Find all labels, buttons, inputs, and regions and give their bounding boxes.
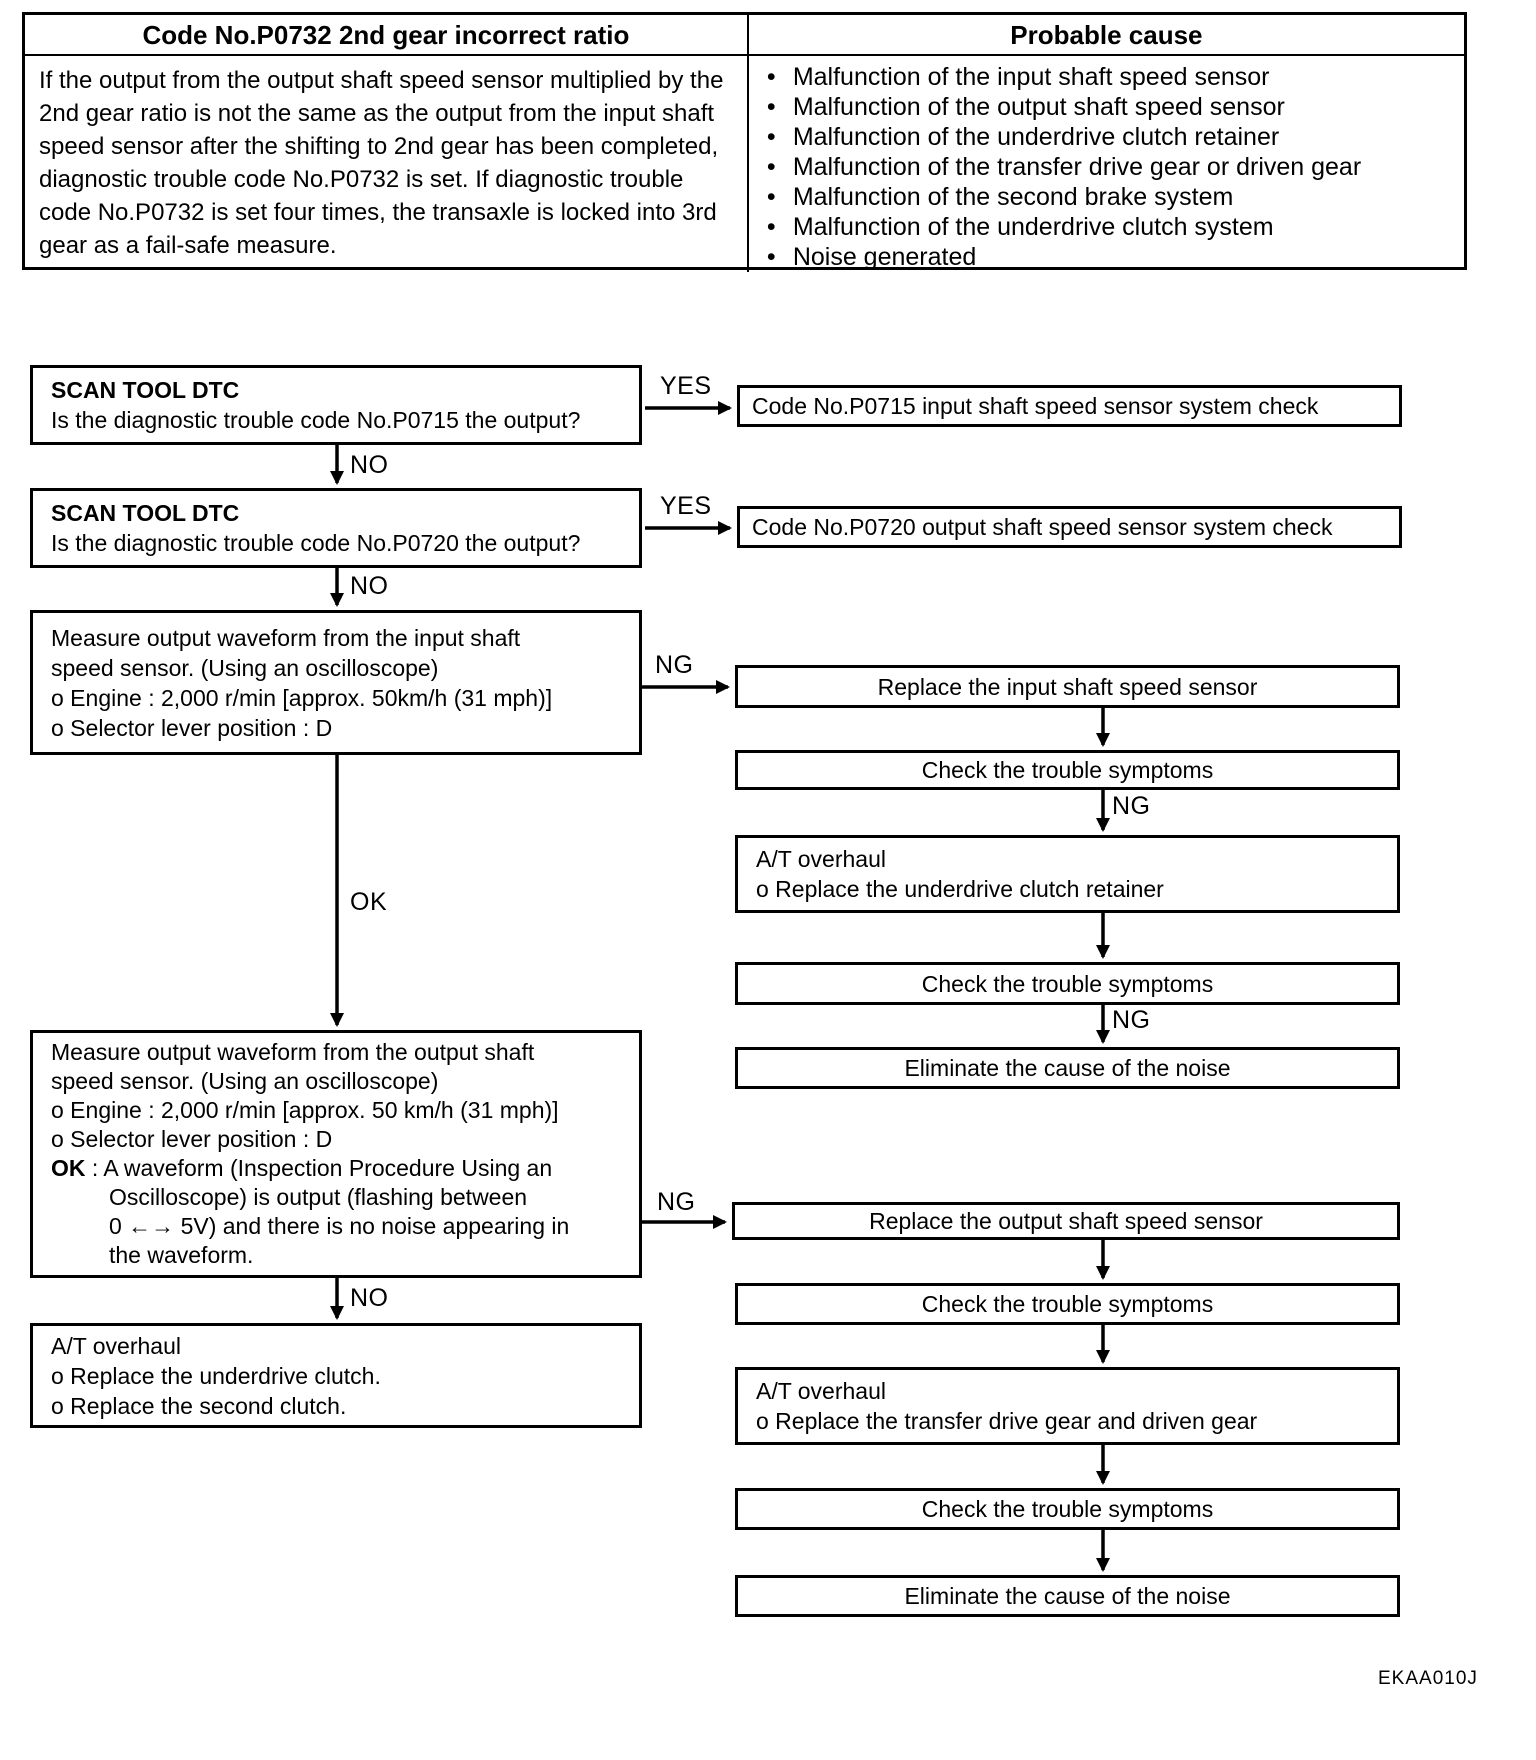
overhaul-line: o Replace the underdrive clutch. <box>51 1362 381 1389</box>
probable-cause-cell: Malfunction of the input shaft speed sen… <box>749 56 1464 272</box>
scan-tool-question: Is the diagnostic trouble code No.P0715 … <box>51 407 581 433</box>
scan-tool-title: SCAN TOOL DTC <box>51 500 240 526</box>
probable-cause-list: Malfunction of the input shaft speed sen… <box>749 62 1464 272</box>
dtc-table: Code No.P0732 2nd gear incorrect ratio P… <box>22 12 1467 272</box>
node-replace-output-sensor: Replace the output shaft speed sensor <box>732 1202 1400 1240</box>
label-no-3: NO <box>350 1284 389 1312</box>
node-check-symptoms-1: Check the trouble symptoms <box>735 750 1400 790</box>
node-check-symptoms-2: Check the trouble symptoms <box>735 962 1400 1005</box>
cause-item: Noise generated <box>767 242 1456 272</box>
measure-line: speed sensor. (Using an oscilloscope) <box>51 1068 439 1094</box>
label-yes-1: YES <box>660 372 712 400</box>
overhaul-line: A/T overhaul <box>51 1332 181 1359</box>
dtc-table-header-row: Code No.P0732 2nd gear incorrect ratio P… <box>25 15 1464 56</box>
cause-item: Malfunction of the output shaft speed se… <box>767 92 1456 122</box>
node-eliminate-noise-2: Eliminate the cause of the noise <box>735 1575 1400 1617</box>
node-check-symptoms-3: Check the trouble symptoms <box>735 1283 1400 1325</box>
scan-tool-title: SCAN TOOL DTC <box>51 377 240 403</box>
measure-ok-line: Oscilloscope) is output (flashing betwee… <box>109 1184 528 1210</box>
overhaul-line: A/T overhaul <box>756 846 886 872</box>
cause-item: Malfunction of the second brake system <box>767 182 1456 212</box>
cause-item: Malfunction of the transfer drive gear o… <box>767 152 1456 182</box>
label-yes-2: YES <box>660 492 712 520</box>
node-at-overhaul-retainer: A/T overhaul o Replace the underdrive cl… <box>735 835 1400 913</box>
node-p0720-system-check: Code No.P0720 output shaft speed sensor … <box>737 506 1402 548</box>
node-replace-input-sensor: Replace the input shaft speed sensor <box>735 665 1400 708</box>
dtc-code-description: If the output from the output shaft spee… <box>25 56 749 272</box>
node-check-symptoms-4: Check the trouble symptoms <box>735 1488 1400 1530</box>
measure-line: Measure output waveform from the input s… <box>51 624 521 651</box>
overhaul-line: A/T overhaul <box>756 1378 886 1404</box>
dtc-table-body-row: If the output from the output shaft spee… <box>25 56 1464 272</box>
measure-line: Measure output waveform from the output … <box>51 1039 535 1065</box>
measure-line: o Selector lever position : D <box>51 1126 333 1152</box>
measure-line: speed sensor. (Using an oscilloscope) <box>51 654 439 681</box>
node-measure-input-waveform: Measure output waveform from the input s… <box>30 610 642 755</box>
measure-ok-line: the waveform. <box>109 1242 254 1268</box>
overhaul-line: o Replace the underdrive clutch retainer <box>756 876 1164 902</box>
node-at-overhaul-transfer-gear: A/T overhaul o Replace the transfer driv… <box>735 1367 1400 1445</box>
measure-line: o Engine : 2,000 r/min [approx. 50km/h (… <box>51 684 553 711</box>
scan-tool-question: Is the diagnostic trouble code No.P0720 … <box>51 530 581 556</box>
label-ng-3: NG <box>1112 1006 1151 1034</box>
measure-ok-line: 0 ←→ 5V) and there is no noise appearing… <box>109 1213 570 1239</box>
node-at-overhaul-clutch: A/T overhaul o Replace the underdrive cl… <box>30 1323 642 1428</box>
measure-line: o Selector lever position : D <box>51 714 333 741</box>
label-no-2: NO <box>350 572 389 600</box>
label-ng-4: NG <box>657 1188 696 1216</box>
ok-criterion-text: : A waveform (Inspection Procedure Using… <box>85 1155 553 1181</box>
node-p0715-system-check: Code No.P0715 input shaft speed sensor s… <box>737 385 1402 427</box>
node-scan-dtc-p0720: SCAN TOOL DTC Is the diagnostic trouble … <box>30 488 642 568</box>
label-ok: OK <box>350 888 388 916</box>
cause-item: Malfunction of the underdrive clutch sys… <box>767 212 1456 242</box>
label-ng-2: NG <box>1112 792 1151 820</box>
node-scan-dtc-p0715: SCAN TOOL DTC Is the diagnostic trouble … <box>30 365 642 445</box>
label-ng-1: NG <box>655 651 694 679</box>
node-eliminate-noise-1: Eliminate the cause of the noise <box>735 1047 1400 1089</box>
node-measure-output-waveform: Measure output waveform from the output … <box>30 1030 642 1278</box>
cause-item: Malfunction of the underdrive clutch ret… <box>767 122 1456 152</box>
cause-item: Malfunction of the input shaft speed sen… <box>767 62 1456 92</box>
measure-line: o Engine : 2,000 r/min [approx. 50 km/h … <box>51 1097 559 1123</box>
label-no-1: NO <box>350 451 389 479</box>
ok-criterion-label: OK <box>51 1155 86 1181</box>
dtc-code-title: Code No.P0732 2nd gear incorrect ratio <box>25 15 749 56</box>
overhaul-line: o Replace the transfer drive gear and dr… <box>756 1408 1258 1434</box>
overhaul-line: o Replace the second clutch. <box>51 1392 347 1419</box>
measure-ok-line: OK : A waveform (Inspection Procedure Us… <box>51 1154 629 1183</box>
probable-cause-header: Probable cause <box>748 15 1464 56</box>
figure-code: EKAA010J <box>1378 1668 1478 1689</box>
